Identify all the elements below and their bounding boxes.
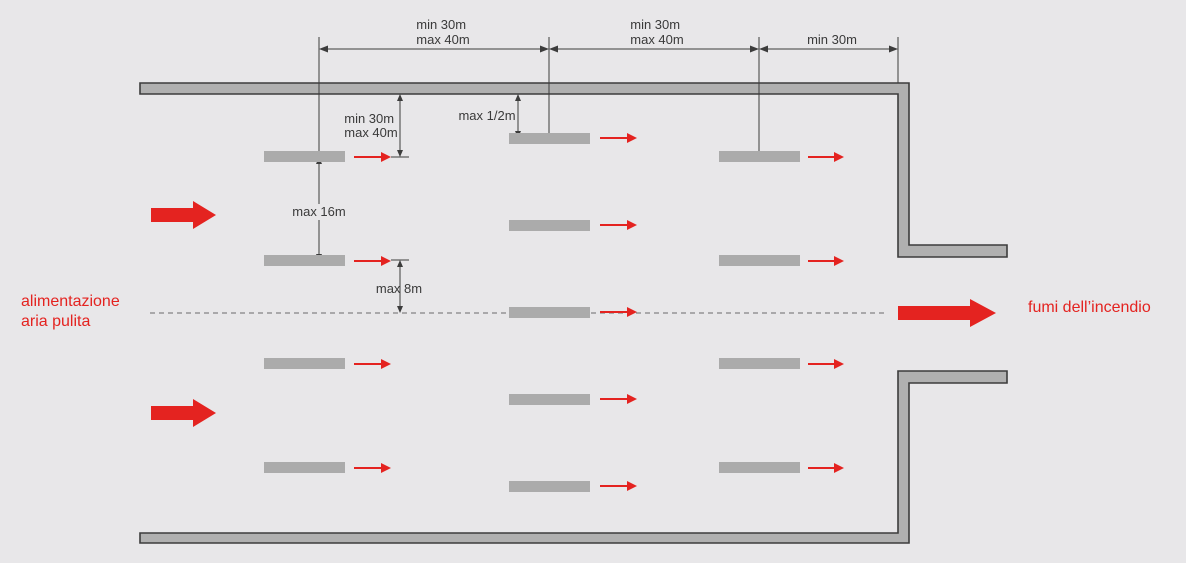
thrust-arrow-icon [354,256,391,266]
smoke-label: fumi dell’incendio [1028,299,1151,316]
thrust-arrow-icon [808,359,844,369]
jet-fan [509,220,590,231]
thrust-arrow-icon [600,133,637,143]
thrust-arrow-icon [808,463,844,473]
inflow-arrow-icon [151,399,216,427]
thrust-arrows [354,133,844,491]
jet-fan [264,462,345,473]
thrust-arrow-icon [600,481,637,491]
ceiling-gap-dimension [391,94,409,158]
axis-max-label: max 8m [376,281,422,296]
fan-column-2 [509,133,590,492]
spacing-1-label: min 30m max 40m [416,17,469,47]
fan-column-3 [719,151,800,473]
jet-fan [719,462,800,473]
smoke-outflow-arrow-icon [898,299,996,327]
ceiling-gap-label: min 30m max 40m [344,111,397,140]
fan-column-1 [264,151,345,473]
spacing-3-label: min 30m [807,32,857,47]
supply-air-label: alimentazione aria pulita [21,293,124,330]
thrust-arrow-icon [600,220,637,230]
jet-fan [264,255,345,266]
thrust-arrow-icon [808,256,844,266]
axis-dimension [391,259,409,313]
jet-fan [264,151,345,162]
thrust-arrow-icon [354,152,391,162]
spacing-dimensions [318,37,899,157]
jet-fan [509,481,590,492]
jet-fan [719,358,800,369]
jet-fan [509,307,590,318]
thrust-arrow-icon [600,394,637,404]
jet-fan [509,394,590,405]
thrust-arrow-icon [808,152,844,162]
ceiling-half-label: max 1/2m [458,108,515,123]
lateral-max-label: max 16m [292,204,345,219]
spacing-2-label: min 30m max 40m [630,17,683,47]
tunnel-wall-top [139,82,1008,258]
thrust-arrow-icon [354,463,391,473]
jet-fan [509,133,590,144]
jet-fan [719,255,800,266]
jet-fan [719,151,800,162]
thrust-arrow-icon [600,307,637,317]
thrust-arrow-icon [354,359,391,369]
jet-fan [264,358,345,369]
tunnel-wall-bottom [139,370,1008,544]
inflow-arrow-icon [151,201,216,229]
tunnel-walls [139,82,1008,544]
